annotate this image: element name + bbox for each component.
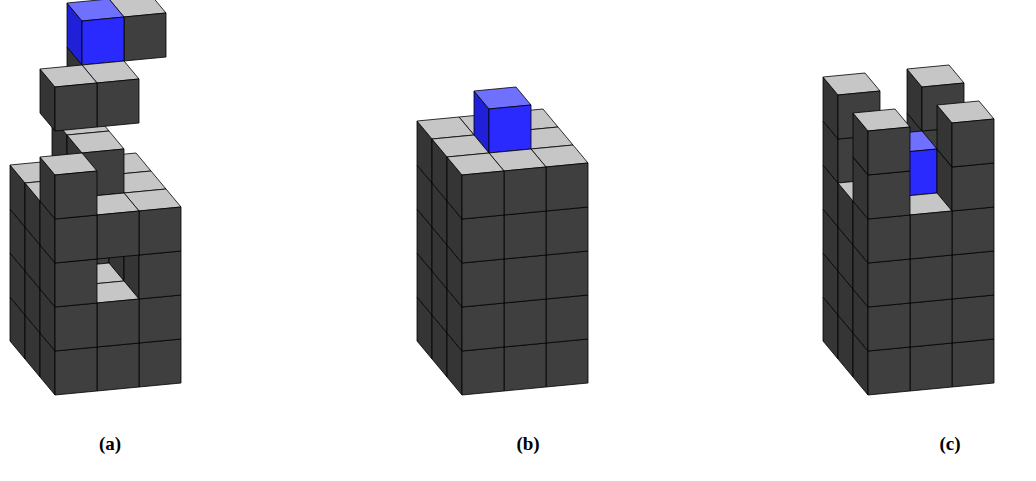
cube-front-face	[546, 207, 588, 255]
cube-front-face	[868, 303, 910, 351]
cube-front-face	[124, 13, 166, 61]
cube-front-face	[504, 299, 546, 347]
cube-front-face	[868, 347, 910, 395]
cube-front-face	[97, 299, 139, 347]
cube-front-face	[546, 251, 588, 299]
cube-front-face	[910, 211, 952, 259]
cube-front-face	[97, 343, 139, 391]
cube-front-face	[504, 211, 546, 259]
cube-front-face	[462, 347, 504, 395]
cube-front-face	[97, 79, 139, 127]
cube-front-face	[868, 171, 910, 219]
cube-front-face	[97, 211, 139, 259]
cube-front-face	[462, 259, 504, 307]
cube-front-face	[462, 215, 504, 263]
cube-front-face	[910, 343, 952, 391]
cube-front-face	[55, 171, 97, 219]
cube-front-face	[546, 339, 588, 387]
cube-front-face	[55, 347, 97, 395]
voxel-structure	[10, 0, 181, 395]
cube-front-face	[55, 259, 97, 307]
voxel-structure	[417, 87, 588, 395]
cube-front-face	[139, 295, 181, 343]
cube-front-face	[868, 215, 910, 263]
cube-front-face	[139, 339, 181, 387]
cube-front-face	[82, 17, 124, 65]
cube-front-face	[952, 251, 994, 299]
cube-front-face	[910, 299, 952, 347]
cube-front-face	[868, 127, 910, 175]
cube-front-face	[952, 163, 994, 211]
cube-front-face	[139, 207, 181, 255]
cube-front-face	[952, 295, 994, 343]
cube-front-face	[546, 295, 588, 343]
cube-front-face	[868, 259, 910, 307]
cube-front-face	[55, 83, 97, 131]
cube-front-face	[489, 105, 531, 153]
cube-front-face	[952, 339, 994, 387]
panel-label: (c)	[939, 433, 960, 455]
cube-front-face	[504, 167, 546, 215]
cube-front-face	[55, 303, 97, 351]
voxel-structure	[823, 65, 994, 395]
panel-label: (a)	[99, 433, 121, 455]
cube-front-face	[504, 343, 546, 391]
cube-front-face	[546, 163, 588, 211]
cube-front-face	[139, 251, 181, 299]
cube-front-face	[462, 171, 504, 219]
cube-front-face	[952, 207, 994, 255]
cube-front-face	[462, 303, 504, 351]
panel-label: (b)	[516, 433, 539, 455]
cube-front-face	[952, 119, 994, 167]
cube-front-face	[504, 255, 546, 303]
cube-front-face	[55, 215, 97, 263]
cube-front-face	[910, 255, 952, 303]
